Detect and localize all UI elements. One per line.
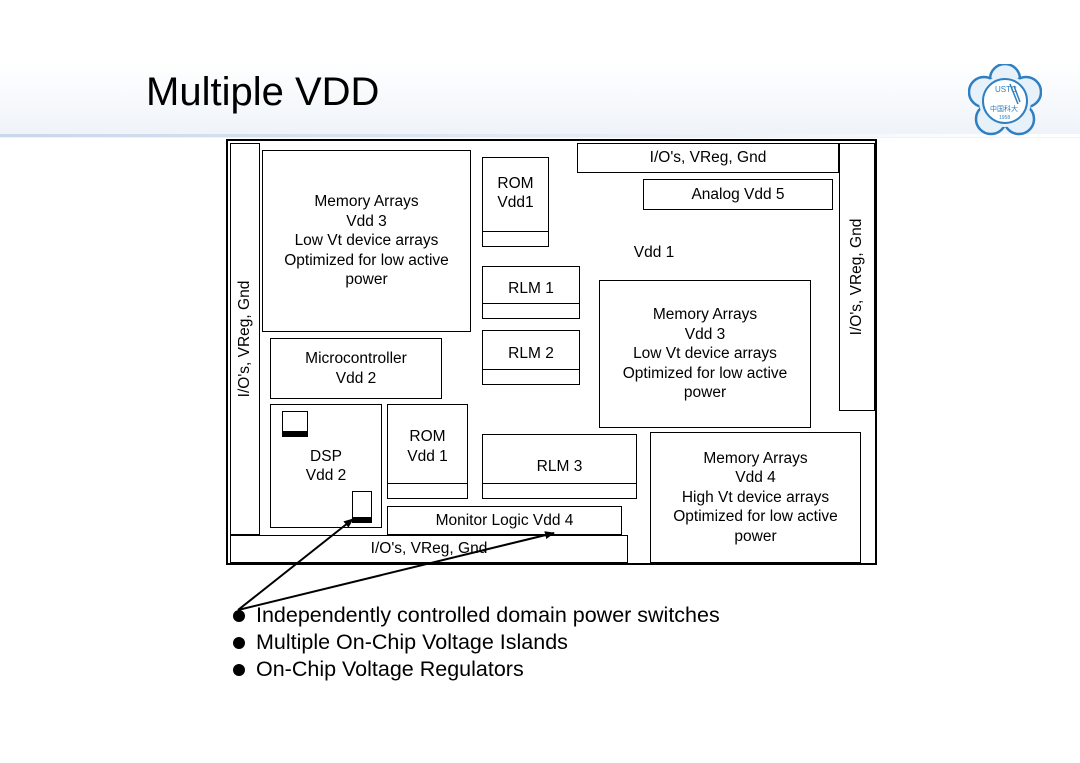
- svg-text:中国科大: 中国科大: [990, 104, 1018, 113]
- header-band: [0, 0, 1080, 138]
- bullet-dot-icon: [233, 664, 245, 676]
- io-block-top: I/O's, VReg, Gnd: [577, 143, 839, 173]
- chip-floorplan: I/O's, VReg, Gnd I/O's, VReg, Gnd I/O's,…: [226, 139, 877, 565]
- io-block-left: I/O's, VReg, Gnd: [230, 143, 260, 535]
- bullet-item: On-Chip Voltage Regulators: [230, 656, 720, 683]
- power-switch-icon: [282, 411, 308, 437]
- rlm-1: RLM 1: [482, 266, 580, 319]
- power-switch-icon: [352, 491, 372, 523]
- microcontroller-vdd2: Microcontroller Vdd 2: [270, 338, 442, 399]
- rlm-2: RLM 2: [482, 330, 580, 385]
- io-block-bottom: I/O's, VReg, Gnd: [230, 535, 628, 563]
- bullet-item: Independently controlled domain power sw…: [230, 602, 720, 629]
- bullet-item: Multiple On-Chip Voltage Islands: [230, 629, 720, 656]
- ustc-logo: USTC 中国科大 1958: [968, 64, 1042, 136]
- header-divider: [0, 134, 1080, 137]
- rom-vdd1-bottom: ROM Vdd 1: [387, 404, 468, 499]
- dsp-vdd2: DSP Vdd 2: [270, 404, 382, 528]
- rom-vdd1-top: ROM Vdd1: [482, 157, 549, 247]
- rlm-3: RLM 3: [482, 434, 637, 499]
- vdd1-domain-label: Vdd 1: [633, 244, 675, 262]
- io-block-right: I/O's, VReg, Gnd: [839, 143, 875, 411]
- slide-title: Multiple VDD: [146, 70, 380, 114]
- memory-array-vdd4: Memory Arrays Vdd 4 High Vt device array…: [650, 432, 861, 563]
- arrow-to-dsp-switch: [237, 518, 354, 611]
- bullet-list: Independently controlled domain power sw…: [230, 602, 720, 683]
- analog-vdd5: Analog Vdd 5: [643, 179, 833, 210]
- monitor-logic-vdd4: Monitor Logic Vdd 4: [387, 506, 622, 535]
- bullet-dot-icon: [233, 610, 245, 622]
- svg-text:1958: 1958: [999, 115, 1010, 121]
- arrow-to-monitor-logic: [237, 531, 555, 611]
- svg-text:USTC: USTC: [995, 85, 1017, 94]
- memory-array-vdd3-top: Memory Arrays Vdd 3 Low Vt device arrays…: [262, 150, 471, 332]
- bullet-dot-icon: [233, 637, 245, 649]
- memory-array-vdd3-middle: Memory Arrays Vdd 3 Low Vt device arrays…: [599, 280, 811, 428]
